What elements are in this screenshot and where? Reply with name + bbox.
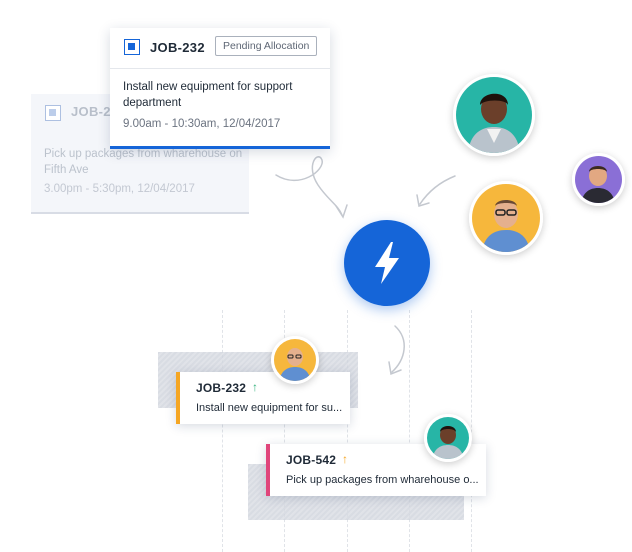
job-id: JOB-232: [196, 381, 247, 395]
job-id: JOB-542: [286, 453, 337, 467]
scheduled-job-card[interactable]: JOB-542 ↑ Pick up packages from wharehou…: [266, 444, 486, 496]
grid-line: [222, 310, 223, 552]
priority-arrow-up-icon: ↑: [342, 452, 348, 466]
priority-arrow-up-icon: ↑: [252, 380, 258, 394]
job-checkbox-icon: [45, 105, 61, 121]
avatar-man-teal-small[interactable]: [424, 414, 472, 462]
lightning-bolt-icon: [375, 242, 399, 284]
job-id: JOB-23: [71, 104, 119, 119]
job-id: JOB-232: [150, 40, 205, 55]
divider: [110, 68, 330, 69]
grid-line: [409, 310, 410, 552]
grid-line: [347, 310, 348, 552]
job-description: Install new equipment for support depart…: [123, 81, 293, 109]
avatar-man-orange-small[interactable]: [271, 336, 319, 384]
avatar-woman-teal[interactable]: [453, 74, 535, 156]
avatar-man-yellow[interactable]: [469, 181, 543, 255]
grid-line: [471, 310, 472, 552]
scheduled-job-card[interactable]: JOB-232 ↑ Install new equipment for su..…: [176, 372, 350, 424]
job-description: Pick up packages from wharehouse o...: [286, 474, 479, 486]
job-time: 9.00am - 10:30am, 12/04/2017: [123, 118, 281, 130]
status-badge: Pending Allocation: [215, 36, 318, 56]
job-time: 3.00pm - 5:30pm, 12/04/2017: [44, 183, 195, 195]
job-checkbox-icon: [124, 39, 140, 55]
job-description: Install new equipment for su...: [196, 402, 343, 414]
job-description: Pick up packages from wharehouse on Fift…: [44, 148, 243, 176]
dispatch-hub-button[interactable]: [344, 220, 430, 306]
grid-line: [284, 310, 285, 552]
job-card-main[interactable]: JOB-232 Pending Allocation Install new e…: [110, 28, 330, 149]
avatar-man-purple[interactable]: [572, 153, 625, 206]
